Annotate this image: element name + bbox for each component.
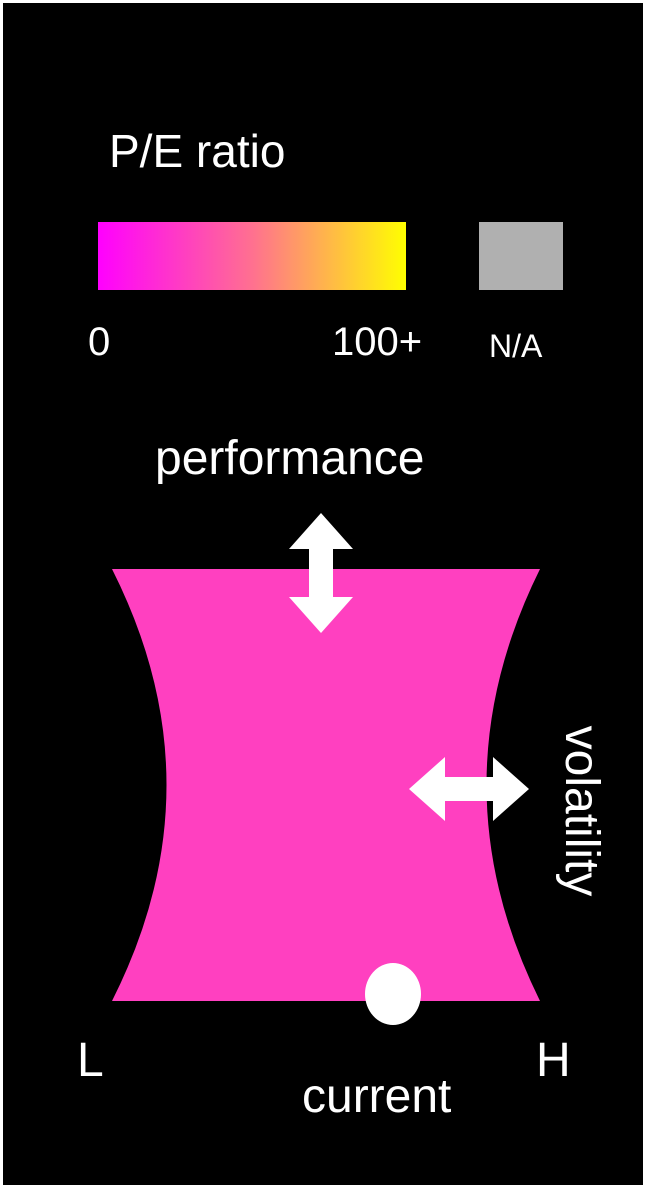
diagram-canvas bbox=[112, 513, 540, 1025]
na-label: N/A bbox=[489, 328, 543, 364]
legend-title: P/E ratio bbox=[109, 125, 286, 177]
volatility-label: volatility bbox=[555, 725, 608, 897]
current-label: current bbox=[302, 1070, 452, 1123]
performance-label: performance bbox=[155, 432, 425, 485]
gradient-max-label: 100+ bbox=[332, 320, 423, 364]
performance-arrow-icon bbox=[289, 513, 353, 633]
legend-panel: P/E ratio 0 100+ N/A performance volatil… bbox=[3, 3, 643, 1185]
current-marker bbox=[365, 963, 421, 1025]
gradient-min-label: 0 bbox=[88, 320, 111, 364]
volatility-arrow-icon bbox=[409, 757, 529, 821]
axis-low-label: L bbox=[77, 1034, 104, 1087]
color-gradient-bar bbox=[98, 222, 406, 290]
na-color-swatch bbox=[479, 222, 563, 290]
axis-high-label: H bbox=[536, 1034, 571, 1087]
hourglass-shape bbox=[112, 569, 540, 1001]
